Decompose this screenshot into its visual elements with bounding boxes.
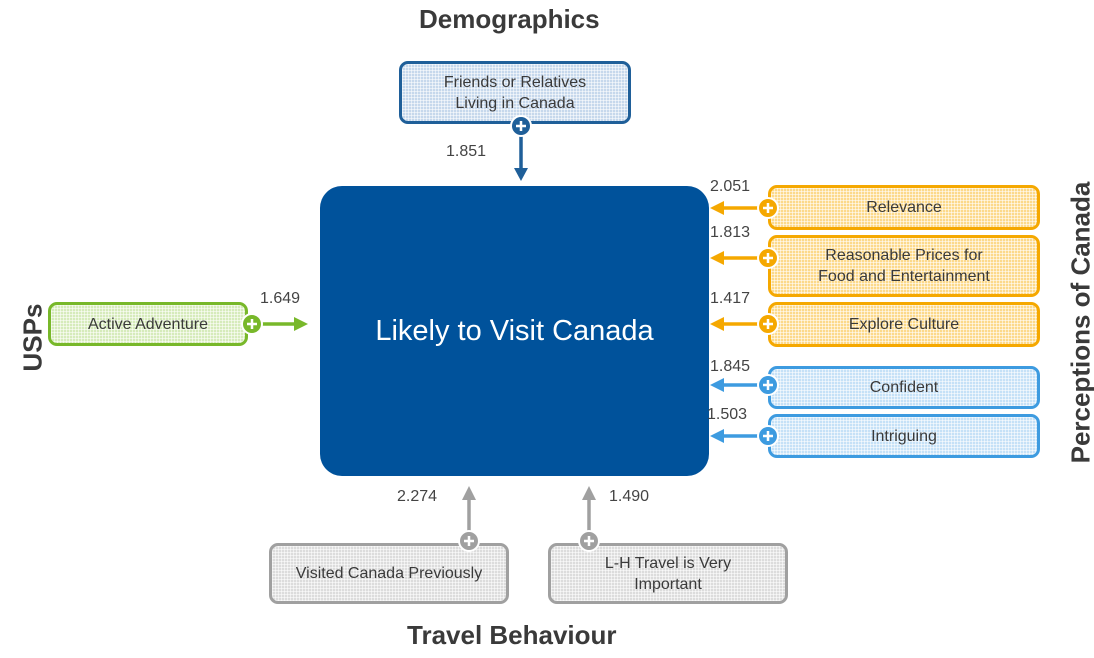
- node-longhaul-travel: L-H Travel is Very Important: [548, 543, 788, 604]
- node-friends-relatives: Friends or Relatives Living in Canada: [399, 61, 631, 124]
- node-confident-label: Confident: [869, 379, 939, 396]
- node-culture-label: Explore Culture: [848, 316, 960, 333]
- coefficient-intriguing: 1.503: [707, 406, 748, 423]
- coefficient-adventure: 1.649: [260, 290, 301, 307]
- coefficient-prices: 1.813: [710, 224, 751, 241]
- plus-circle-icon: [241, 313, 263, 335]
- node-prices-label: Reasonable Prices for Food and Entertain…: [818, 247, 990, 285]
- coefficient-culture: 1.417: [710, 290, 751, 307]
- coefficient-visited: 2.274: [397, 488, 438, 505]
- node-adventure-label: Active Adventure: [87, 315, 209, 333]
- node-relevance: Relevance: [768, 185, 1040, 230]
- plus-circle-icon: [757, 313, 779, 335]
- plus-circle-icon: [757, 425, 779, 447]
- plus-circle-icon: [578, 530, 600, 552]
- heading-travel-behaviour: Travel Behaviour: [407, 620, 617, 650]
- node-friends-label: Friends or Relatives Living in Canada: [443, 73, 587, 112]
- coefficient-friends: 1.851: [446, 143, 487, 160]
- node-visited-canada: Visited Canada Previously: [269, 543, 509, 604]
- coefficient-relevance: 2.051: [710, 178, 751, 195]
- node-relevance-label: Relevance: [866, 199, 942, 216]
- node-intriguing: Intriguing: [768, 414, 1040, 458]
- node-intriguing-label: Intriguing: [871, 427, 937, 445]
- coefficient-longhaul: 1.490: [609, 488, 650, 505]
- plus-circle-icon: [510, 115, 532, 137]
- coefficient-confident: 1.845: [710, 358, 751, 375]
- node-visited-label: Visited Canada Previously: [295, 565, 483, 582]
- heading-demographics: Demographics: [419, 4, 600, 34]
- node-explore-culture: Explore Culture: [768, 302, 1040, 347]
- node-longhaul-label: L-H Travel is Very Important: [604, 554, 732, 593]
- center-label: Likely to Visit Canada: [375, 314, 654, 347]
- node-confident: Confident: [768, 366, 1040, 409]
- plus-circle-icon: [757, 374, 779, 396]
- plus-circle-icon: [757, 197, 779, 219]
- node-active-adventure: Active Adventure: [48, 302, 248, 346]
- node-reasonable-prices: Reasonable Prices for Food and Entertain…: [768, 235, 1040, 297]
- plus-circle-icon: [757, 247, 779, 269]
- plus-circle-icon: [458, 530, 480, 552]
- likely-to-visit-canada-box: Likely to Visit Canada: [320, 186, 709, 476]
